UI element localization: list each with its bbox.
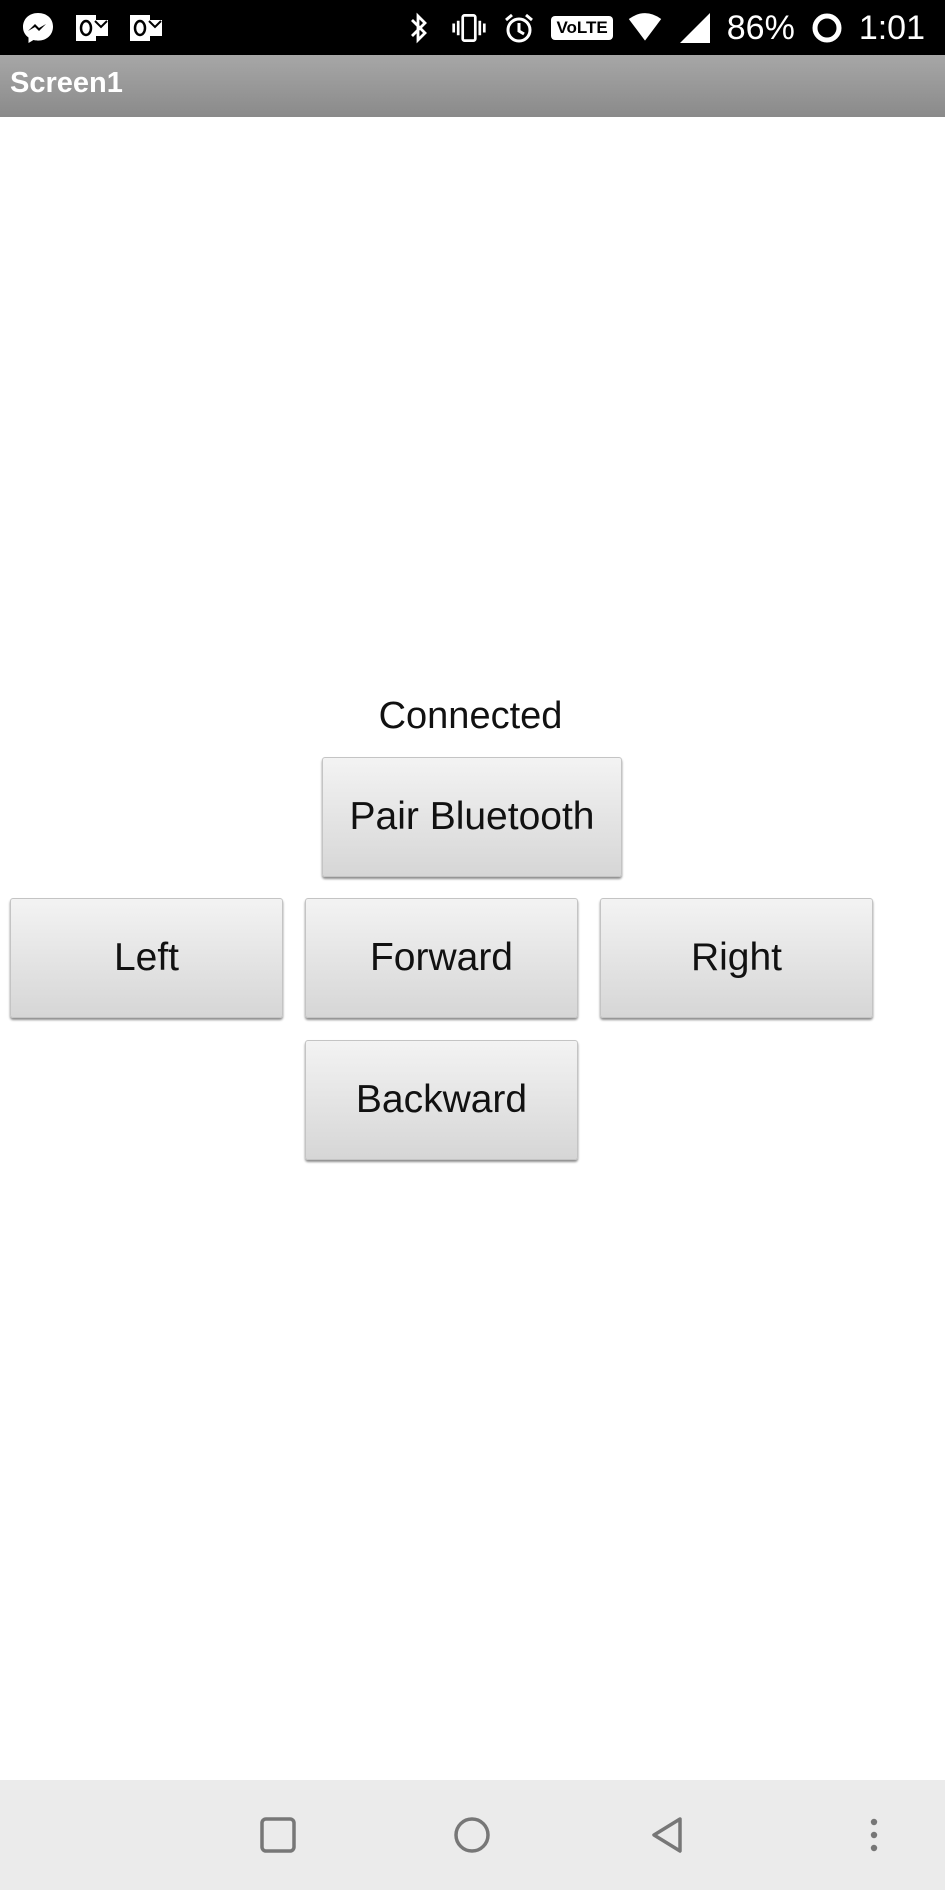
clock: 1:01	[858, 9, 925, 47]
system-status-icons: VoLTE 86% 1:01	[401, 6, 925, 50]
right-button[interactable]: Right	[600, 898, 873, 1018]
forward-button[interactable]: Forward	[305, 898, 578, 1018]
app-bar: Screen1	[0, 55, 945, 117]
main-content: Connected Pair Bluetooth Left Forward Ri…	[0, 117, 945, 1780]
battery-percent: 86%	[726, 9, 795, 47]
menu-icon[interactable]	[849, 1810, 899, 1860]
screen-title: Screen1	[10, 67, 123, 99]
volte-icon: VoLTE	[551, 16, 613, 40]
battery-icon	[809, 10, 845, 46]
back-icon[interactable]	[642, 1810, 692, 1860]
alarm-icon	[501, 10, 537, 46]
status-bar: VoLTE 86% 1:01	[0, 0, 945, 55]
messenger-icon	[20, 10, 56, 46]
navigation-bar	[0, 1780, 945, 1890]
left-button[interactable]: Left	[10, 898, 283, 1018]
bluetooth-icon	[401, 10, 437, 46]
pair-bluetooth-button[interactable]: Pair Bluetooth	[322, 757, 622, 877]
notification-icons	[20, 10, 164, 46]
home-icon[interactable]	[447, 1810, 497, 1860]
backward-button[interactable]: Backward	[305, 1040, 578, 1160]
signal-icon	[677, 10, 713, 46]
vibrate-icon	[451, 10, 487, 46]
wifi-icon	[627, 10, 663, 46]
outlook-icon	[74, 10, 110, 46]
connection-status-label: Connected	[378, 695, 563, 737]
outlook-icon	[128, 10, 164, 46]
recents-icon[interactable]	[253, 1810, 303, 1860]
